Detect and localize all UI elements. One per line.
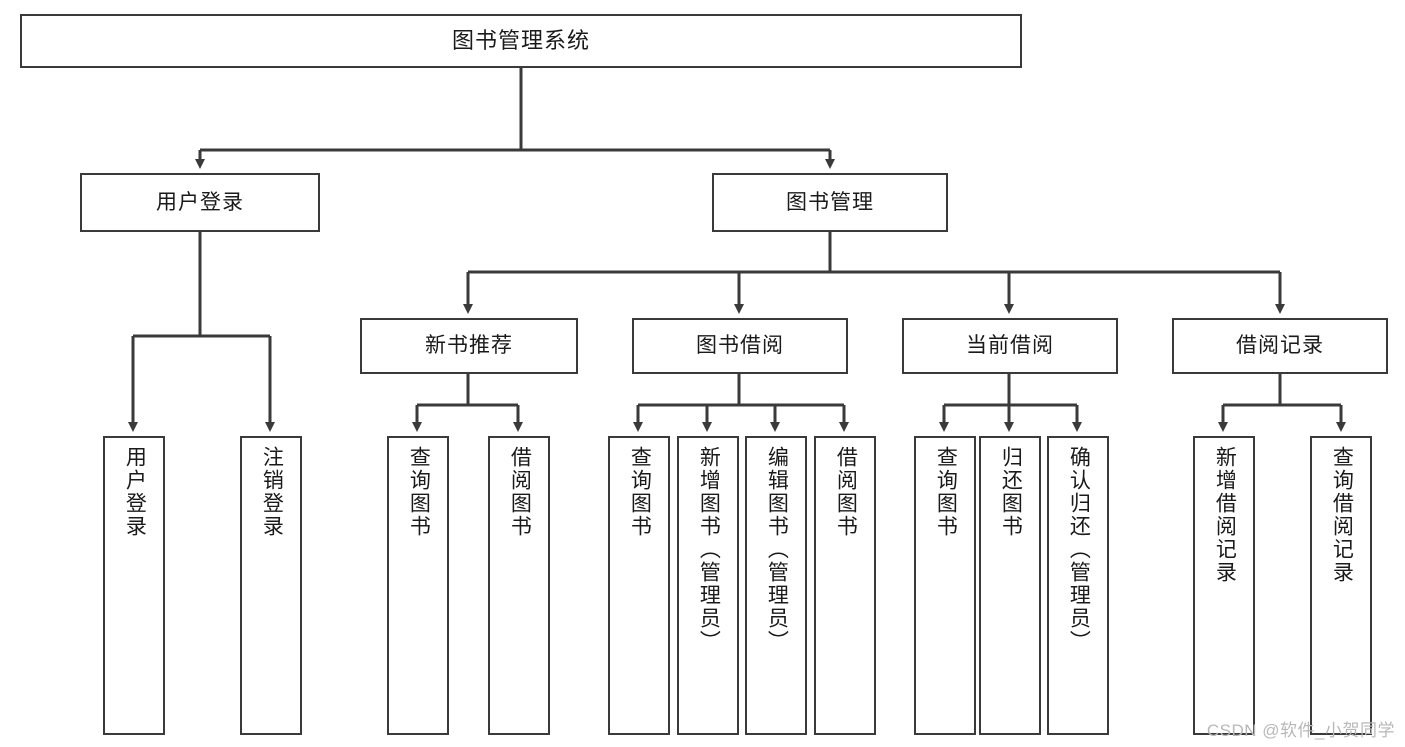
node-leaf-query-book-1-label: 查询图书: [407, 446, 431, 538]
node-new-book-recommend-label: 新书推荐: [425, 334, 513, 358]
node-leaf-query-book-2[interactable]: 查询图书: [608, 436, 670, 735]
node-leaf-edit-book[interactable]: 编辑图书（管理员）: [745, 436, 807, 735]
node-leaf-user-login[interactable]: 用户登录: [103, 436, 165, 735]
node-leaf-add-book-label: 新增图书（管理员）: [697, 446, 721, 653]
node-new-book-recommend[interactable]: 新书推荐: [360, 318, 578, 374]
node-leaf-add-book[interactable]: 新增图书（管理员）: [677, 436, 739, 735]
node-leaf-return-book-label: 归还图书: [999, 446, 1023, 538]
node-book-borrow[interactable]: 图书借阅: [632, 318, 848, 374]
node-book-management-label: 图书管理: [786, 190, 874, 214]
csdn-watermark: CSDN @软件_小贺同学: [1206, 721, 1395, 740]
node-leaf-borrow-book-1-label: 借阅图书: [508, 446, 532, 538]
node-leaf-query-borrow-record[interactable]: 查询借阅记录: [1310, 436, 1372, 735]
node-leaf-edit-book-label: 编辑图书（管理员）: [765, 446, 789, 653]
node-root-label: 图书管理系统: [451, 27, 590, 53]
node-leaf-borrow-book-2-label: 借阅图书: [834, 446, 858, 538]
node-leaf-return-book[interactable]: 归还图书: [979, 436, 1041, 735]
node-leaf-query-borrow-record-label: 查询借阅记录: [1330, 446, 1354, 584]
node-leaf-confirm-return-label: 确认归还（管理员）: [1067, 446, 1091, 653]
node-leaf-logout-login-label: 注销登录: [260, 446, 284, 538]
node-book-borrow-label: 图书借阅: [696, 334, 784, 358]
node-current-borrow-label: 当前借阅: [966, 334, 1054, 358]
node-leaf-add-borrow-record[interactable]: 新增借阅记录: [1193, 436, 1255, 735]
node-user-login[interactable]: 用户登录: [80, 173, 320, 232]
node-leaf-borrow-book-2[interactable]: 借阅图书: [814, 436, 876, 735]
node-current-borrow[interactable]: 当前借阅: [902, 318, 1118, 374]
node-leaf-query-book-3-label: 查询图书: [934, 446, 958, 538]
node-leaf-user-login-label: 用户登录: [123, 446, 147, 538]
node-leaf-query-book-2-label: 查询图书: [628, 446, 652, 538]
node-leaf-query-book-1[interactable]: 查询图书: [387, 436, 449, 735]
node-borrow-record-label: 借阅记录: [1236, 334, 1324, 358]
node-book-management[interactable]: 图书管理: [712, 173, 948, 232]
node-leaf-add-borrow-record-label: 新增借阅记录: [1213, 446, 1237, 584]
node-leaf-confirm-return[interactable]: 确认归还（管理员）: [1047, 436, 1109, 735]
node-borrow-record[interactable]: 借阅记录: [1172, 318, 1388, 374]
node-leaf-borrow-book-1[interactable]: 借阅图书: [488, 436, 550, 735]
node-root[interactable]: 图书管理系统: [20, 14, 1022, 68]
node-leaf-query-book-3[interactable]: 查询图书: [914, 436, 976, 735]
node-user-login-label: 用户登录: [156, 190, 244, 214]
node-leaf-logout-login[interactable]: 注销登录: [240, 436, 302, 735]
